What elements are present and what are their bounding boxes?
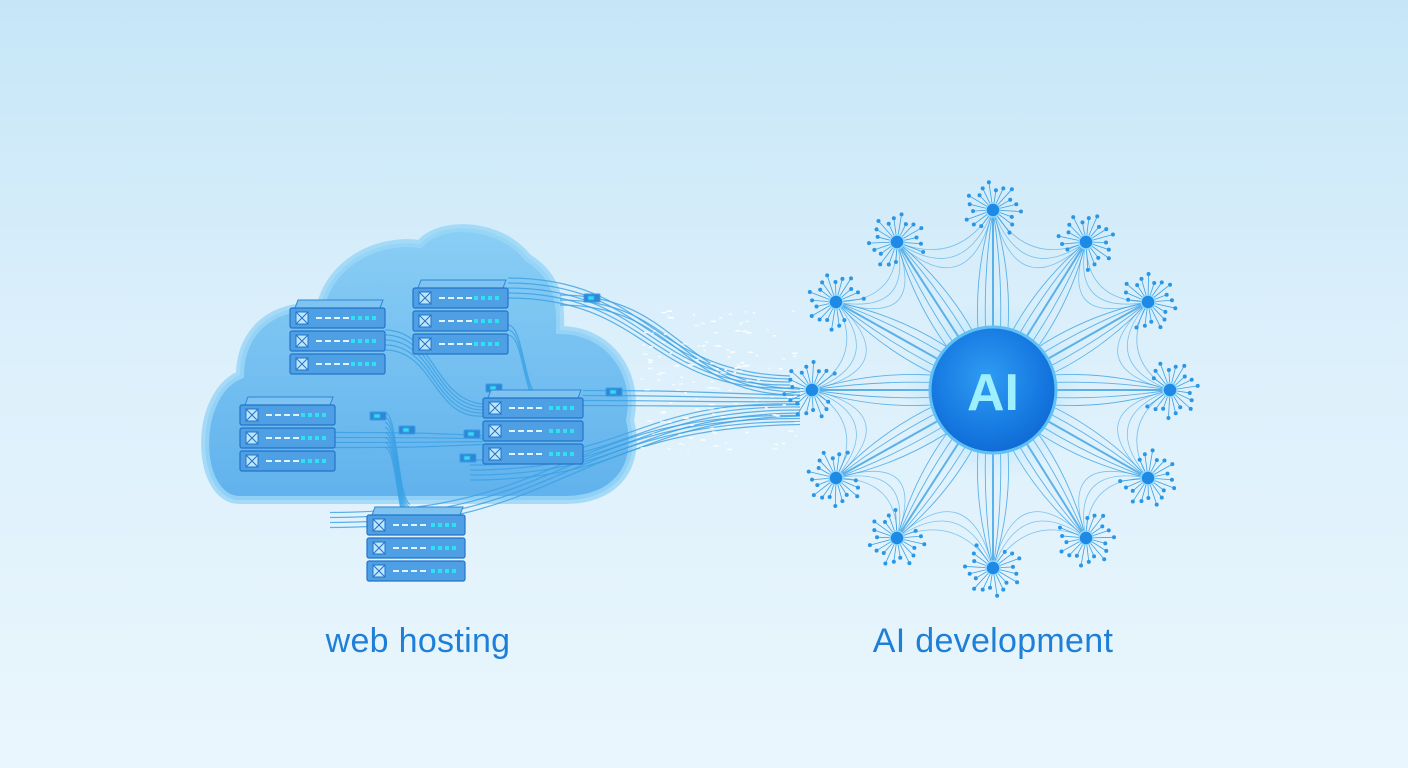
connection-lines (329, 277, 801, 529)
network-node (963, 543, 1022, 598)
network-node (964, 180, 1023, 235)
data-stream (640, 310, 801, 452)
network-node (1145, 361, 1200, 420)
web-hosting-label: web hosting (325, 622, 511, 660)
server-stack (289, 299, 386, 375)
network-node (1056, 214, 1115, 272)
ai-hub-label: AI (967, 364, 1019, 422)
server-racks (239, 279, 584, 582)
server-stack (412, 279, 509, 355)
network-node (1118, 448, 1177, 507)
network-node (1058, 513, 1116, 568)
server-stack (239, 396, 336, 472)
network-node (806, 450, 860, 508)
network-node (782, 360, 837, 419)
server-stack (482, 389, 584, 465)
network-node (867, 212, 926, 267)
network-node (1123, 272, 1178, 330)
ai-hub: AI (903, 300, 1083, 480)
ai-development-label: AI development (872, 622, 1114, 660)
network-node (807, 273, 866, 332)
network-node (867, 508, 927, 566)
server-stack (366, 506, 466, 582)
